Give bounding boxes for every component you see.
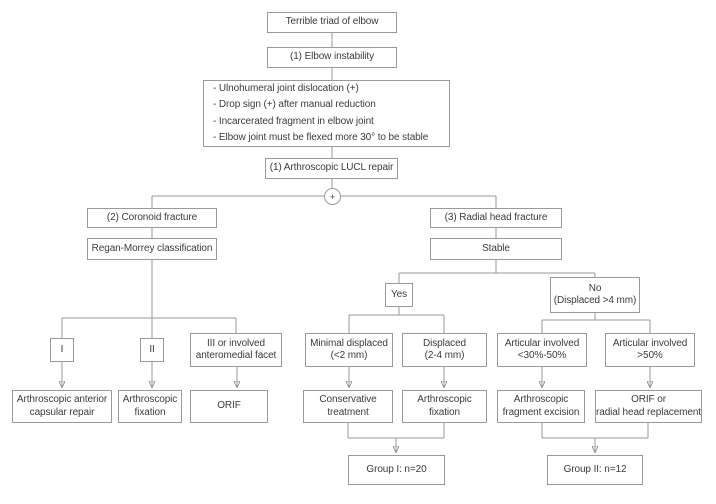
node-label: Arthroscopic bbox=[513, 394, 569, 405]
node-label: Minimal displaced bbox=[310, 337, 388, 349]
node-label: fixation bbox=[134, 406, 166, 418]
node-label: (Displaced >4 mm) bbox=[553, 295, 637, 306]
node-label: (1) Arthroscopic LUCL repair bbox=[269, 162, 394, 174]
node-label: Group II: n=12 bbox=[563, 463, 627, 475]
criteria-item: - Drop sign (+) after manual reduction bbox=[213, 99, 376, 111]
node-label: ORIF or bbox=[631, 394, 666, 405]
node-label: Arthroscopic bbox=[122, 394, 178, 405]
node-label: No bbox=[588, 282, 602, 294]
node-label: Terrible triad of elbow bbox=[285, 16, 379, 28]
node-label: (<2 mm) bbox=[330, 350, 368, 361]
node-label: (1) Elbow instability bbox=[289, 51, 375, 63]
node-lucl-repair: (1) Arthroscopic LUCL repair bbox=[265, 158, 398, 179]
node-label: Yes bbox=[390, 288, 407, 300]
node-radial-head-fracture: (3) Radial head fracture bbox=[430, 208, 562, 228]
node-label: ORIF bbox=[217, 400, 241, 412]
node-label: <30%-50% bbox=[517, 350, 567, 361]
node-arthroscopic-fixation-coronoid: Arthroscopic fixation bbox=[118, 390, 182, 423]
node-label: anteromedial facet bbox=[195, 350, 277, 361]
node-label: Regan-Morrey classification bbox=[91, 242, 213, 254]
node-label: fragment excision bbox=[502, 406, 580, 418]
node-type-1: I bbox=[50, 338, 74, 362]
node-regan-morrey: Regan-Morrey classification bbox=[87, 238, 217, 260]
node-elbow-instability: (1) Elbow instability bbox=[267, 47, 397, 68]
node-group-1: Group I: n=20 bbox=[348, 455, 445, 485]
node-minimal-displaced: Minimal displaced (<2 mm) bbox=[305, 333, 393, 367]
node-coronoid-fracture: (2) Coronoid fracture bbox=[87, 208, 217, 228]
node-label: Group I: n=20 bbox=[366, 463, 427, 475]
node-terrible-triad: Terrible triad of elbow bbox=[267, 12, 397, 33]
node-stable: Stable bbox=[430, 238, 562, 260]
node-instability-criteria: - Ulnohumeral joint dislocation (+) - Dr… bbox=[203, 80, 450, 147]
node-label: capsular repair bbox=[29, 406, 95, 418]
node-label: >50% bbox=[637, 350, 663, 361]
criteria-item: - Elbow joint must be flexed more 30° to… bbox=[213, 131, 429, 143]
node-label: Arthroscopic bbox=[417, 394, 472, 405]
node-conservative-treatment: Conservative treatment bbox=[303, 390, 393, 423]
node-orif-replacement: ORIF or radial head replacement bbox=[595, 390, 702, 423]
node-label: (3) Radial head fracture bbox=[444, 211, 548, 223]
node-capsular-repair: Arthroscopic anterior capsular repair bbox=[12, 390, 112, 423]
node-label: Arthroscopic anterior bbox=[16, 394, 108, 405]
node-displaced: Displaced (2-4 mm) bbox=[402, 333, 487, 367]
plus-junction-icon: + bbox=[324, 188, 341, 205]
node-label: (2-4 mm) bbox=[424, 350, 465, 361]
criteria-item: - Incarcerated fragment in elbow joint bbox=[213, 115, 374, 127]
node-label: fixation bbox=[429, 406, 460, 418]
node-label: treatment bbox=[327, 406, 369, 418]
node-type-3: III or involved anteromedial facet bbox=[190, 333, 282, 367]
node-articular-50: Articular involved >50% bbox=[605, 333, 695, 367]
node-label: Stable bbox=[482, 242, 510, 254]
node-type-2: II bbox=[140, 338, 164, 362]
node-label: Articular involved bbox=[504, 337, 580, 349]
node-label: II bbox=[149, 343, 155, 355]
node-group-2: Group II: n=12 bbox=[547, 455, 643, 485]
node-label: (2) Coronoid fracture bbox=[106, 211, 198, 223]
node-arthroscopic-fixation-radial: Arthroscopic fixation bbox=[402, 390, 487, 423]
node-articular-30-50: Articular involved <30%-50% bbox=[497, 333, 587, 367]
node-label: Conservative bbox=[319, 394, 377, 405]
node-orif: ORIF bbox=[190, 390, 268, 423]
node-label: radial head replacement bbox=[596, 406, 701, 418]
node-label: I bbox=[60, 343, 64, 355]
node-label: Articular involved bbox=[612, 337, 688, 349]
node-yes: Yes bbox=[385, 283, 413, 307]
node-label: Displaced bbox=[422, 337, 466, 349]
plus-label: + bbox=[329, 191, 336, 202]
criteria-item: - Ulnohumeral joint dislocation (+) bbox=[213, 83, 359, 95]
node-fragment-excision: Arthroscopic fragment excision bbox=[497, 390, 585, 423]
node-no-displaced: No (Displaced >4 mm) bbox=[550, 277, 640, 313]
node-label: III or involved bbox=[207, 337, 265, 349]
